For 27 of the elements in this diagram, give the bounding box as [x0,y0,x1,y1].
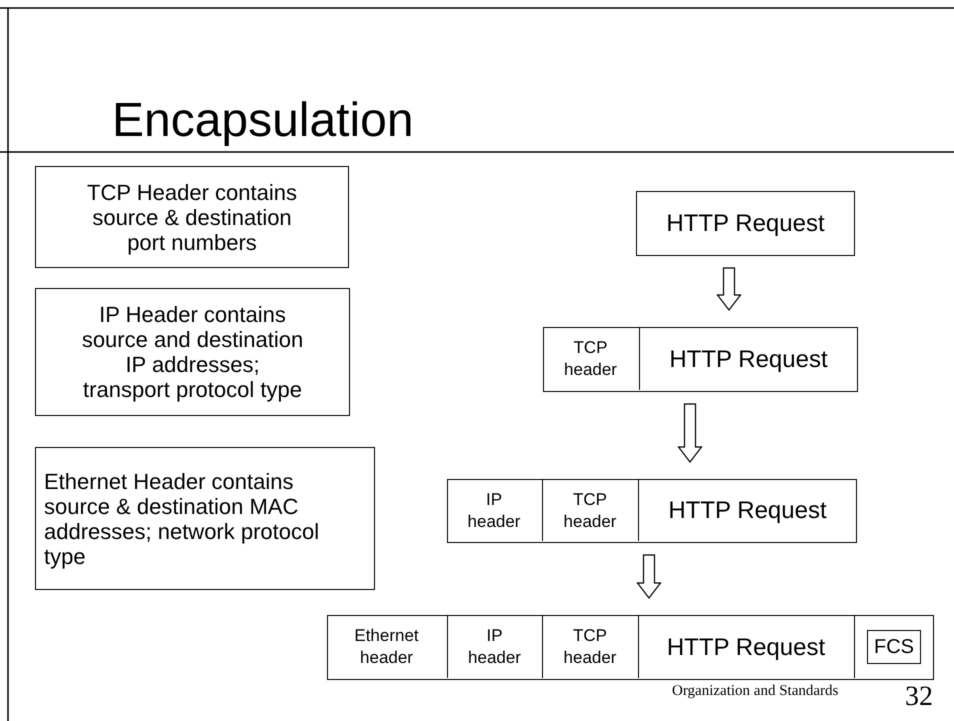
note-box [35,447,375,590]
node-text: Ethernet Header contains source & destination MAC addresses; network protocol type [44,468,320,568]
node-text: HTTP Request [668,498,827,523]
node-text: HTTP Request [666,634,826,660]
page-number: 32 [905,683,933,711]
node-text: HTTP Request [666,211,825,236]
node-text: Ethernet header [353,625,420,669]
node-text: IP header [467,625,522,669]
node-text: TCP header [563,337,618,381]
node-text: IP Header contains source and destination IP addresses; transport protocol type [80,302,304,402]
packet-row [447,479,857,543]
slide-title: Encapsulation [112,93,414,149]
note-box [35,288,350,416]
note-box [35,166,349,268]
node-text: TCP header [562,488,618,532]
node-text: IP header [466,488,522,532]
packet-row [543,327,858,392]
frame-row [327,615,934,680]
data-field [636,191,855,256]
field-label: FCS [867,630,921,664]
node-text: TCP header [562,625,618,669]
down-arrow [636,554,662,599]
down-arrow [677,403,703,463]
node-text: TCP Header contains source & destination port numbers [86,180,298,254]
footer-text: Organization and Standards [672,684,838,699]
down-arrow [716,267,742,311]
node-text: HTTP Request [669,346,828,372]
